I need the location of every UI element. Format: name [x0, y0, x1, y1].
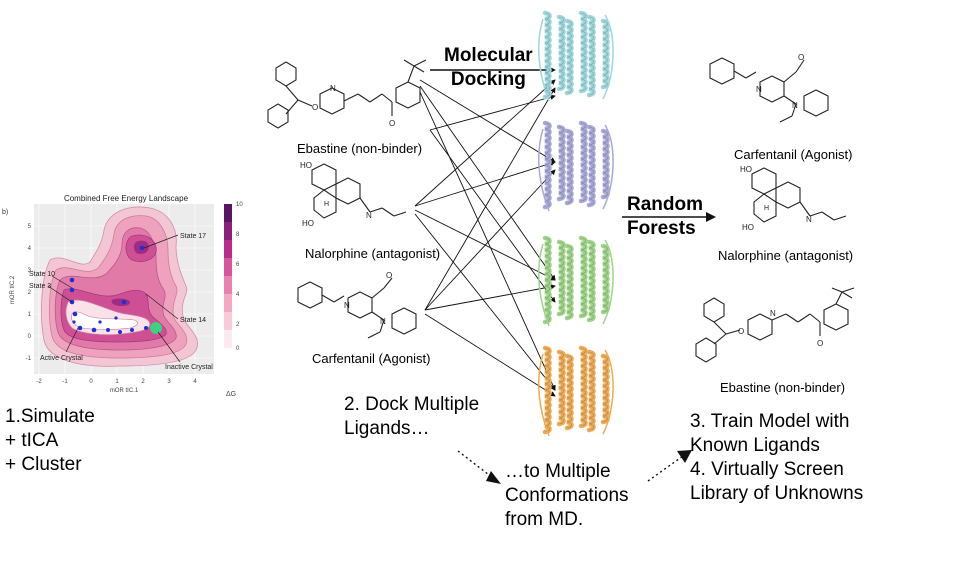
step-train: 3. Train Model with Known Ligands 4. Vir…: [690, 411, 864, 504]
colorbar: [224, 204, 232, 348]
svg-text:N: N: [344, 301, 350, 310]
ligand-left-carfentanil: Carfentanil (Agonist): [312, 351, 431, 366]
label-state-17: State 17: [180, 233, 206, 240]
svg-text:8: 8: [236, 232, 240, 238]
label-state-3: State 3: [29, 283, 51, 290]
label-state-10: State 10: [29, 271, 55, 278]
svg-text:H: H: [324, 201, 329, 208]
colorbar-ticks: 10 8 6 4 2 0: [236, 202, 243, 352]
label-active-crystal: Active Crystal: [40, 355, 83, 362]
colorbar-label: ΔG: [226, 391, 236, 398]
step-dock: 2. Dock Multiple Ligands…: [344, 394, 480, 439]
svg-text:N: N: [806, 215, 812, 224]
panel-letter: b): [2, 209, 8, 216]
x-tick-labels: -2 -1 0 1 2 3 4: [36, 379, 197, 385]
inactive-crystal-marker: [150, 322, 162, 334]
nalorphine-structure-left: HO HO N H: [300, 161, 407, 228]
receptor-orange: [538, 345, 614, 437]
label-inactive-crystal: Inactive Crystal: [165, 364, 213, 371]
svg-text:N: N: [366, 211, 372, 220]
svg-text:-1: -1: [26, 356, 32, 362]
ebastine-structure-left: O N O: [267, 59, 427, 129]
svg-text:2: 2: [141, 379, 145, 385]
step-conformations: …to Multiple Conformations from MD.: [505, 461, 629, 530]
svg-text:2: 2: [236, 322, 240, 328]
svg-text:1: 1: [28, 312, 32, 318]
energy-contours: [41, 206, 198, 367]
svg-text:N: N: [380, 317, 386, 326]
y-tick-labels: 5 4 3 2 1 0 -1: [26, 224, 32, 362]
step-simulate: 1.Simulate + tICA + Cluster: [5, 406, 95, 475]
svg-text:5: 5: [28, 224, 32, 230]
dotted-arrow-dock: [457, 450, 501, 484]
svg-text:6: 6: [236, 262, 240, 268]
svg-text:10: 10: [236, 202, 243, 208]
random-forests-arrow: [622, 212, 716, 222]
svg-text:1: 1: [115, 379, 119, 385]
svg-text:4: 4: [28, 246, 32, 252]
svg-text:HO: HO: [742, 223, 754, 232]
svg-text:H: H: [764, 205, 769, 212]
random-forests-label: Random Forests: [627, 194, 703, 239]
svg-text:HO: HO: [740, 165, 752, 174]
nalorphine-structure-right: HO HO N H: [740, 165, 847, 232]
svg-text:N: N: [770, 309, 776, 318]
svg-text:HO: HO: [300, 161, 312, 170]
svg-text:0: 0: [28, 334, 32, 340]
svg-text:0: 0: [236, 346, 240, 352]
chart-title: Combined Free Energy Landscape: [64, 194, 189, 203]
svg-text:O: O: [312, 103, 318, 112]
svg-text:O: O: [798, 53, 804, 62]
carfentanil-structure-left: N N O: [297, 271, 417, 339]
state-annotations: [47, 234, 181, 363]
receptor-conformations: [538, 10, 614, 437]
svg-text:0: 0: [89, 379, 93, 385]
ligand-right-carfentanil: Carfentanil (Agonist): [734, 147, 853, 162]
svg-text:N: N: [330, 84, 336, 93]
svg-text:HO: HO: [302, 219, 314, 228]
svg-text:O: O: [817, 339, 823, 348]
y-axis-label: mOR tIC.2: [10, 275, 16, 304]
dotted-arrow-train: [647, 450, 692, 482]
ebastine-structure-right: O N O: [695, 287, 855, 363]
carfentanil-structure-right: N N O: [709, 53, 829, 123]
receptor-lavender: [538, 120, 614, 212]
molecular-docking-label: Molecular Docking: [444, 45, 533, 90]
svg-text:N: N: [756, 85, 762, 94]
svg-text:O: O: [389, 119, 395, 128]
state-dots: [69, 245, 148, 334]
svg-text:O: O: [738, 327, 744, 336]
ligand-left-ebastine: Ebastine (non-binder): [297, 141, 423, 156]
ligand-left-nalorphine: Nalorphine (antagonist): [305, 246, 441, 261]
docking-arrows: [414, 67, 556, 397]
svg-text:3: 3: [28, 268, 32, 274]
svg-text:4: 4: [193, 379, 197, 385]
ligand-right-ebastine: Ebastine (non-binder): [720, 380, 846, 395]
receptor-green: [538, 235, 614, 327]
x-axis-label: mOR tIC.1: [110, 388, 139, 394]
svg-text:O: O: [386, 271, 392, 280]
svg-text:-1: -1: [62, 379, 68, 385]
svg-text:3: 3: [167, 379, 171, 385]
svg-text:2: 2: [28, 290, 32, 296]
receptor-cyan: [538, 10, 614, 102]
ligand-right-nalorphine: Nalorphine (antagonist): [718, 248, 854, 263]
svg-text:4: 4: [236, 292, 240, 298]
svg-text:-2: -2: [36, 379, 42, 385]
free-energy-landscape: b) Combined Free Energy Landscape: [0, 190, 250, 398]
label-state-14: State 14: [180, 317, 206, 324]
svg-text:N: N: [792, 101, 798, 110]
